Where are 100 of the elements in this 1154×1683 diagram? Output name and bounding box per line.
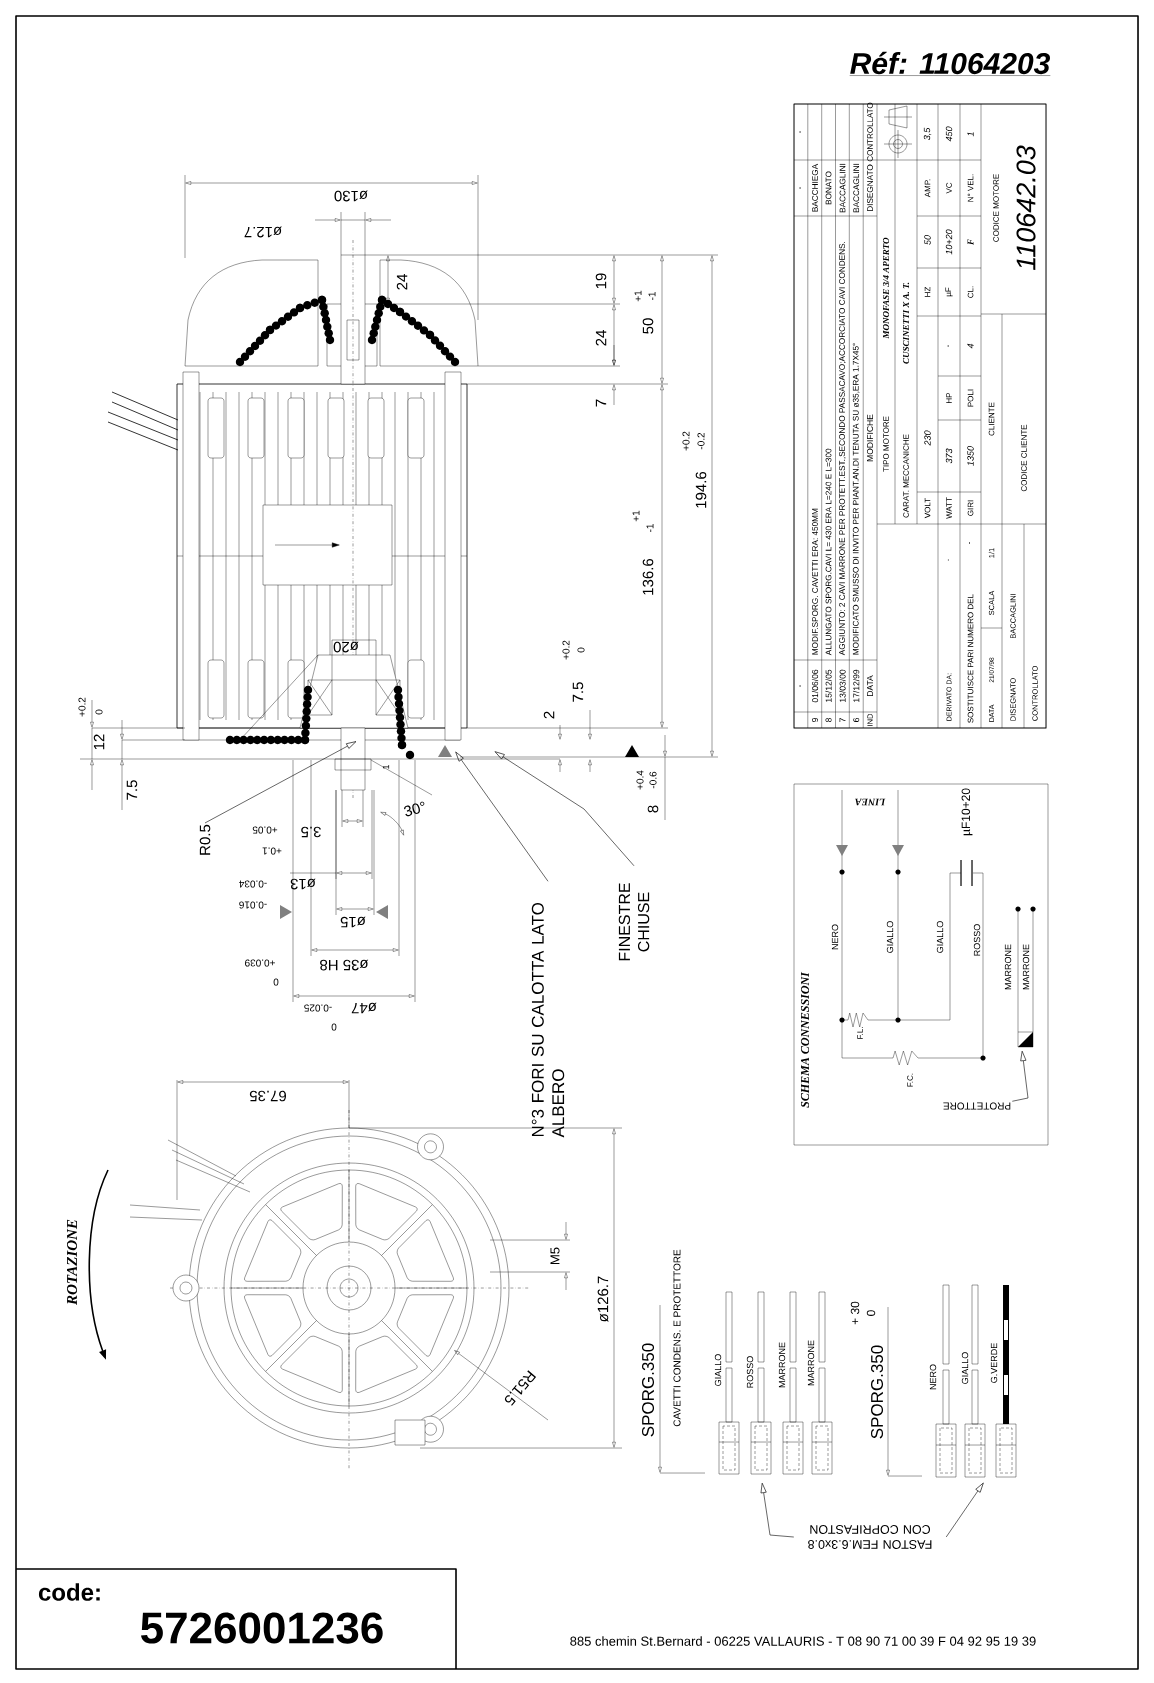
code-label: code:: [38, 1583, 100, 1601]
table-text: BACCAGLINI: [839, 163, 846, 213]
table-text: CARAT. MECCANICHE: [903, 434, 909, 518]
dimension-label: 67.35: [249, 1090, 286, 1102]
callout-text: FASTON FEM.6.3x0.8 CON COPRIFASTON: [808, 1525, 932, 1549]
table-text: POLI: [967, 389, 974, 407]
rotation-label: ROTAZIONE: [66, 1219, 78, 1305]
table-text: HP: [946, 392, 952, 403]
table-text: BONATO: [825, 171, 832, 205]
wire-label: GIALLO: [961, 1352, 969, 1384]
table-text: CL.: [967, 286, 974, 298]
table-text: CLIENTE: [988, 402, 995, 436]
dimension-label: 24: [595, 330, 607, 346]
table-text: SOSTITUISCE PARI NUMERO DEL: [967, 594, 974, 723]
table-text: 17/12/99: [853, 669, 860, 702]
table-text: DISEGNATO: [867, 164, 873, 212]
table-text: CUSCINETTI X A. T.: [902, 282, 910, 364]
wire-label: MARRONE: [778, 1342, 786, 1388]
wire-label: ROSSO: [973, 924, 981, 956]
table-text: CODICE CLIENTE: [1021, 424, 1027, 492]
table-text: -: [799, 130, 801, 134]
dimension-label: ø126.7: [597, 1276, 609, 1323]
wire-label: GIALLO: [714, 1354, 722, 1386]
dimension-label: -0.025: [304, 1004, 332, 1012]
table-text: WATT: [946, 497, 952, 519]
dimension-label: SPORG.350: [642, 1343, 655, 1437]
table-text: 230: [924, 430, 931, 446]
table-text: -: [799, 186, 801, 190]
wire-label: MARRONE: [1022, 944, 1030, 990]
dimension-label: 19: [595, 273, 607, 289]
table-text: F: [967, 239, 974, 245]
dimension-label: 3.5: [301, 826, 321, 838]
table-text: BACCAGLINI: [853, 163, 860, 213]
table-text: 6: [853, 718, 860, 722]
leader-line: [945, 1482, 984, 1538]
leader-line: [494, 751, 635, 867]
table-text: 373: [945, 448, 953, 464]
table-text: ALLUNGATO SPORG.CAVI L= 430 ERA L=240 E L=300: [825, 448, 832, 656]
dimension-label: 7: [595, 399, 607, 407]
dimension-label: ø130: [334, 190, 368, 202]
dimension-label: +0.1: [262, 847, 282, 855]
dimension-label: 0: [331, 1023, 337, 1031]
leader-line: [1012, 1050, 1029, 1102]
table-text: HZ: [924, 286, 931, 297]
motor-code: 110642.03: [1016, 145, 1036, 271]
schematic-label: F.L.: [857, 1027, 863, 1039]
dimension-label: +1: [632, 510, 640, 522]
note-text: CAVETTI CONDENS. E PROTETTORE: [673, 1249, 681, 1427]
dimension-label: 2: [543, 711, 555, 719]
dimension-label: ø47: [351, 1002, 377, 1014]
reference-heading: Réf: 11064203: [849, 51, 1051, 76]
callout-text: FINESTRE CHIUSE: [618, 883, 650, 961]
dimension-label: 1: [382, 764, 390, 769]
wire-label: G.VERDE: [990, 1343, 998, 1383]
table-text: 1350: [967, 446, 974, 466]
schematic-label: µF10+20: [961, 788, 973, 836]
dimension-label: 0: [577, 647, 585, 653]
dimension-label: ø12.7: [244, 226, 282, 238]
wire-label: ROSSO: [746, 1356, 754, 1388]
dimension-label: 30°: [404, 801, 425, 817]
callout-text: PROTETTORE: [943, 1102, 1011, 1110]
dimension-label: ø35 H8: [320, 959, 369, 971]
dimension-label: 136.6: [642, 558, 654, 595]
table-text: -: [947, 345, 949, 347]
dimension-label: 7.5: [126, 780, 138, 800]
table-text: CONTROLLATO: [867, 102, 873, 162]
dimension-label: +0.2: [78, 697, 86, 717]
table-text: DATA: [867, 675, 873, 696]
wire-label: NERO: [831, 924, 839, 950]
callout-text: N°3 FORI SU CALOTTA LATO ALBERO: [531, 902, 565, 1138]
dimension-label: 24: [396, 274, 408, 290]
dimension-label: +0.4: [636, 770, 644, 790]
table-text: µF: [945, 287, 953, 297]
table-text: VOLT: [924, 498, 931, 519]
table-text: 7: [839, 718, 846, 722]
dimension-label: +0.05: [252, 826, 278, 834]
dimension-label: 8: [647, 805, 659, 813]
wire-label: MARRONE: [1004, 944, 1012, 990]
dimension-label: SPORG.350: [871, 1345, 884, 1439]
table-text: TIPO MOTORE: [883, 416, 889, 472]
code-number: 5726001236: [141, 1612, 383, 1644]
dimension-label: 0: [866, 1310, 876, 1316]
table-text: MODIFICHE: [867, 414, 873, 462]
wire-label: GIALLO: [886, 921, 894, 953]
table-text: AGGIUNTO: 2 CAVI MARRONE PER PROTETT.EST.,SECONDO PASSACAVO;ACCORCIATO CAVI CONDENS.: [839, 241, 846, 656]
table-text: -: [799, 685, 801, 688]
wire-label: GIALLO: [936, 921, 944, 953]
wire-label: MARRONE: [807, 1340, 815, 1386]
table-text: MODIF.SPORG. CAVETTI ERA: 450MM: [812, 508, 818, 655]
table-text: AMP.: [924, 179, 931, 198]
schematic-label: F.C.: [907, 1073, 913, 1087]
dimension-label: +0.2: [562, 640, 570, 660]
dimension-label: +1: [634, 290, 642, 302]
table-text: 50: [924, 235, 931, 245]
table-text: 13/03/00: [839, 669, 846, 702]
table-text: GIRI: [967, 500, 974, 516]
dimension-label: -0.6: [649, 771, 657, 789]
dimension-label: 50: [642, 318, 654, 334]
dimension-label: 194.6: [695, 471, 707, 508]
table-text: 4: [967, 343, 974, 349]
